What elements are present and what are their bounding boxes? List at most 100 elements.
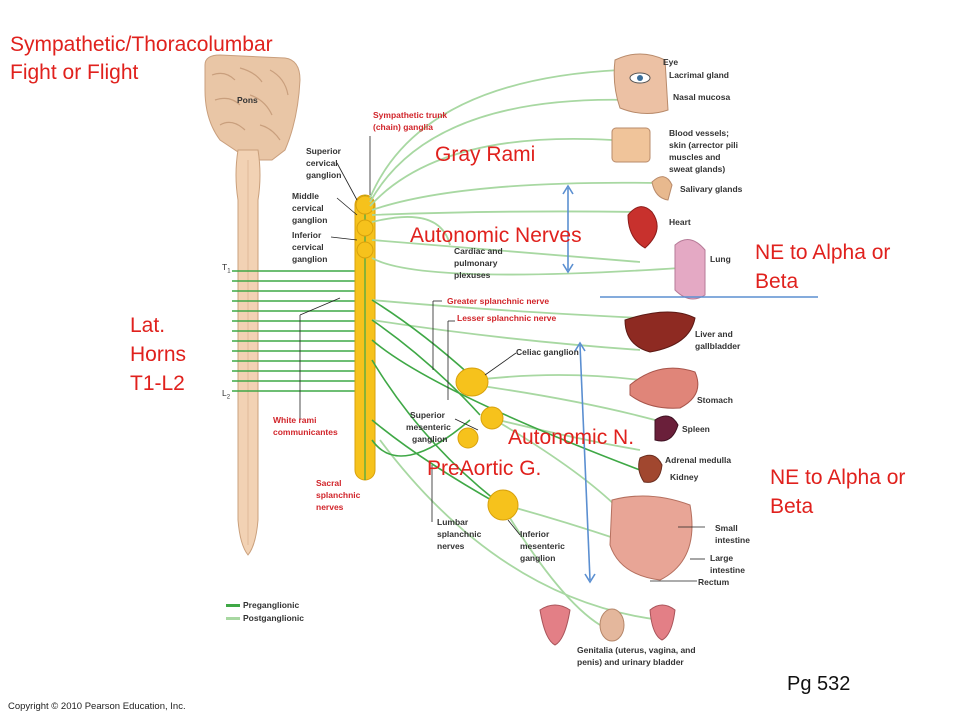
annotation-arrows bbox=[562, 184, 818, 584]
superior-cervical-label-3: ganglion bbox=[306, 170, 342, 180]
sympathetic-chain bbox=[354, 194, 376, 481]
intestine-icon bbox=[609, 495, 693, 581]
lumbar-splanchnic-label-3: nerves bbox=[437, 541, 465, 551]
adrenal-label: Adrenal medulla bbox=[665, 455, 732, 465]
middle-cervical-label-2: cervical bbox=[292, 203, 324, 213]
lesser-splanchnic-label: Lesser splanchnic nerve bbox=[457, 313, 557, 323]
middle-cervical-label-1: Middle bbox=[292, 191, 319, 201]
superior-cervical-label-1: Superior bbox=[306, 146, 341, 156]
white-rami-label-2: communicantes bbox=[273, 427, 338, 437]
liver-label-2: gallbladder bbox=[695, 341, 741, 351]
kidney-icon bbox=[638, 454, 663, 483]
l2-label: L2 bbox=[222, 388, 230, 404]
genitalia-label-2: penis) and urinary bladder bbox=[577, 657, 684, 667]
small-intestine-label-1: Small bbox=[715, 523, 738, 533]
kidney-label: Kidney bbox=[670, 472, 699, 482]
l2-letter: L bbox=[222, 388, 227, 398]
postganglionic-legend-label: Postganglionic bbox=[243, 613, 304, 623]
inferior-cervical-label-2: cervical bbox=[292, 242, 324, 252]
preganglionic-fibers bbox=[232, 270, 362, 392]
small-intestine-label-2: intestine bbox=[715, 535, 750, 545]
bladder-icon bbox=[649, 604, 676, 641]
ne-alpha-beta-top-line2: Beta bbox=[755, 270, 799, 293]
stomach-icon bbox=[629, 367, 699, 409]
superior-mesenteric-label-3: ganglion bbox=[412, 434, 448, 444]
cardiac-label-2: pulmonary bbox=[454, 258, 498, 268]
organs bbox=[539, 53, 706, 646]
spleen-icon bbox=[654, 415, 679, 442]
title-line2: Fight or Flight bbox=[10, 61, 139, 84]
sacral-splanchnic-label-3: nerves bbox=[316, 502, 344, 512]
lat-horns-line1: Lat. bbox=[130, 314, 166, 337]
white-rami-label-1: White rami bbox=[273, 415, 317, 425]
lung-icon bbox=[674, 239, 706, 300]
spleen-label: Spleen bbox=[682, 424, 710, 434]
inferior-mesenteric-label-2: mesenteric bbox=[520, 541, 565, 551]
preganglionic-swatch bbox=[226, 604, 240, 607]
postganglionic-swatch bbox=[226, 617, 240, 620]
eye-label: Eye bbox=[663, 57, 679, 67]
blood-vessels-label-4: sweat glands) bbox=[669, 164, 726, 174]
copyright: Copyright © 2010 Pearson Education, Inc. bbox=[8, 701, 186, 712]
ne-alpha-beta-top-line1: NE to Alpha or bbox=[755, 241, 891, 264]
ne-alpha-beta-bottom-line2: Beta bbox=[770, 495, 814, 518]
t1-subscript: 1 bbox=[227, 268, 231, 275]
liver-icon bbox=[624, 311, 696, 353]
blood-vessels-label-1: Blood vessels; bbox=[669, 128, 729, 138]
cardiac-label-3: plexuses bbox=[454, 270, 491, 280]
lung-label: Lung bbox=[710, 254, 731, 264]
t1-label: T1 bbox=[222, 262, 231, 278]
ne-alpha-beta-bottom-line1: NE to Alpha or bbox=[770, 466, 906, 489]
middle-cervical-label-3: ganglion bbox=[292, 215, 328, 225]
heart-label: Heart bbox=[669, 217, 691, 227]
inferior-mesenteric-label-3: ganglion bbox=[520, 553, 556, 563]
sacral-splanchnic-label-1: Sacral bbox=[316, 478, 342, 488]
heart-icon bbox=[627, 206, 658, 249]
superior-mesenteric-label-1: Superior bbox=[410, 410, 445, 420]
lumbar-splanchnic-label-1: Lumbar bbox=[437, 517, 469, 527]
stomach-label: Stomach bbox=[697, 395, 733, 405]
sympathetic-trunk-label-1: Sympathetic trunk bbox=[373, 110, 448, 120]
large-intestine-label-2: intestine bbox=[710, 565, 745, 575]
inferior-cervical-label-3: ganglion bbox=[292, 254, 328, 264]
lacrimal-label: Lacrimal gland bbox=[669, 70, 729, 80]
blood-vessels-label-3: muscles and bbox=[669, 152, 721, 162]
leader-lines bbox=[299, 136, 705, 582]
salivary-label: Salivary glands bbox=[680, 184, 743, 194]
t1-letter: T bbox=[222, 262, 228, 272]
l2-subscript: 2 bbox=[226, 394, 231, 401]
cardiac-label-1: Cardiac and bbox=[454, 246, 503, 256]
liver-label-1: Liver and bbox=[695, 329, 733, 339]
genitalia-label-1: Genitalia (uterus, vagina, and bbox=[577, 645, 696, 655]
nasal-label: Nasal mucosa bbox=[673, 92, 731, 102]
blood-vessels-label-2: skin (arrector pili bbox=[669, 140, 738, 150]
postganglionic-fibers bbox=[369, 69, 681, 626]
lat-horns-line2: Horns bbox=[130, 343, 187, 366]
gray-rami-annotation: Gray Rami bbox=[435, 143, 536, 166]
title-line1: Sympathetic/Thoracolumbar bbox=[10, 33, 273, 56]
uterus-icon bbox=[539, 604, 571, 646]
lumbar-splanchnic-label-2: splanchnic bbox=[437, 529, 482, 539]
superior-mesenteric-label-2: mesenteric bbox=[406, 422, 451, 432]
preganglionic-legend-label: Preganglionic bbox=[243, 600, 300, 610]
superior-cervical-label-2: cervical bbox=[306, 158, 338, 168]
sympathetic-trunk-label-2: (chain) ganglia bbox=[373, 122, 433, 132]
testis-icon bbox=[599, 608, 625, 642]
prevertebral-ganglia bbox=[455, 367, 519, 521]
splanchnic-nerves bbox=[371, 299, 641, 506]
autonomic-nerves-annotation: Autonomic Nerves bbox=[410, 224, 582, 247]
autonomic-n-annotation: Autonomic N. bbox=[508, 426, 635, 449]
greater-splanchnic-label: Greater splanchnic nerve bbox=[447, 296, 550, 306]
lat-horns-line3: T1-L2 bbox=[130, 372, 185, 395]
inferior-mesenteric-label-1: Inferior bbox=[520, 529, 550, 539]
celiac-ganglion-label: Celiac ganglion bbox=[516, 347, 579, 357]
brain-illustration bbox=[204, 54, 301, 161]
preaortic-g-annotation: PreAortic G. bbox=[427, 457, 542, 480]
page-number: Pg 532 bbox=[787, 673, 851, 695]
sacral-splanchnic-label-2: splanchnic bbox=[316, 490, 361, 500]
large-intestine-label-1: Large bbox=[710, 553, 734, 563]
rectum-label: Rectum bbox=[698, 577, 730, 587]
inferior-cervical-label-1: Inferior bbox=[292, 230, 322, 240]
pons-label: Pons bbox=[237, 95, 258, 105]
